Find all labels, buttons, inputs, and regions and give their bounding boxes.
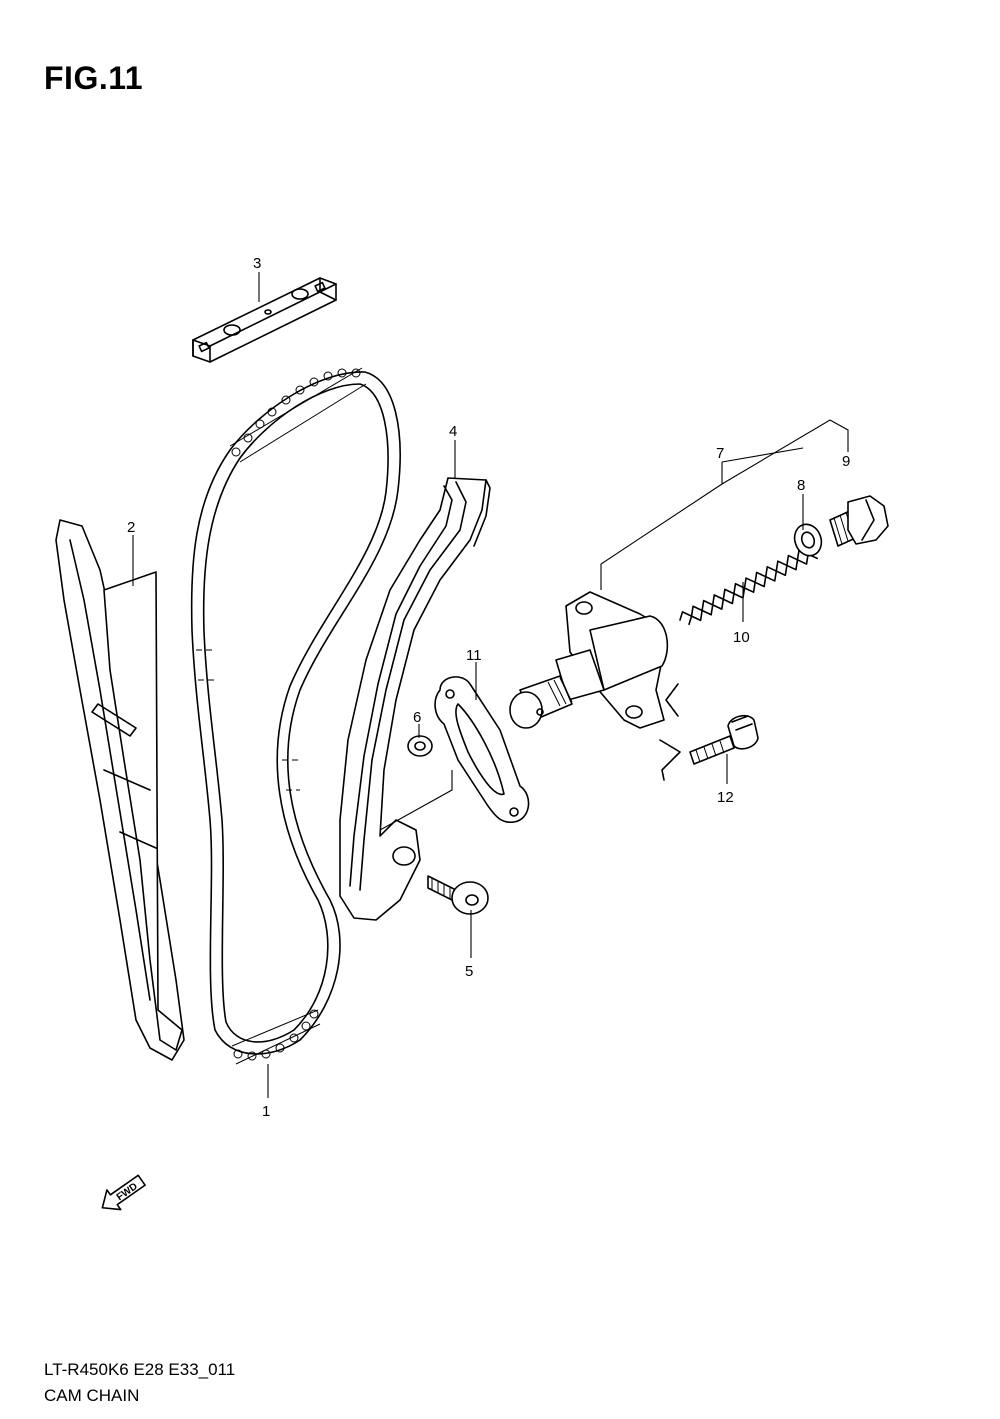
callout-9: 9: [842, 453, 850, 470]
part-8-washer: [793, 523, 823, 557]
part-4-tensioner-arm: [339, 477, 491, 921]
part-12-bolt: [689, 714, 759, 765]
part-6-washer: [407, 735, 433, 757]
part-7-tensioner-body: [509, 591, 681, 781]
group-name: CAM CHAIN: [44, 1386, 140, 1405]
figure-title: FIG.11: [44, 60, 144, 96]
callout-10: 10: [733, 629, 750, 646]
callout-1: 1: [262, 1103, 270, 1120]
callout-3: 3: [253, 255, 261, 272]
part-11-gasket: [434, 676, 530, 824]
callout-2: 2: [127, 519, 135, 536]
callout-11: 11: [466, 647, 482, 664]
part-3-guide-plate: [192, 277, 337, 363]
part-5-bolt: [427, 875, 489, 915]
callout-12: 12: [717, 789, 734, 806]
model-code: LT-R450K6 E28 E33_011: [44, 1360, 236, 1379]
leader-lines: [132, 272, 849, 1098]
fwd-arrow-icon: FWD: [101, 1174, 146, 1211]
part-10-spring: [679, 543, 818, 626]
callout-8: 8: [797, 477, 805, 494]
part-9-cap-bolt: [829, 495, 889, 547]
callout-4: 4: [449, 423, 457, 440]
callout-6: 6: [413, 709, 421, 726]
part-1-cam-chain: [190, 367, 401, 1065]
callout-5: 5: [465, 963, 473, 980]
part-2-chain-guide: [55, 519, 185, 1061]
callout-7: 7: [716, 445, 724, 462]
